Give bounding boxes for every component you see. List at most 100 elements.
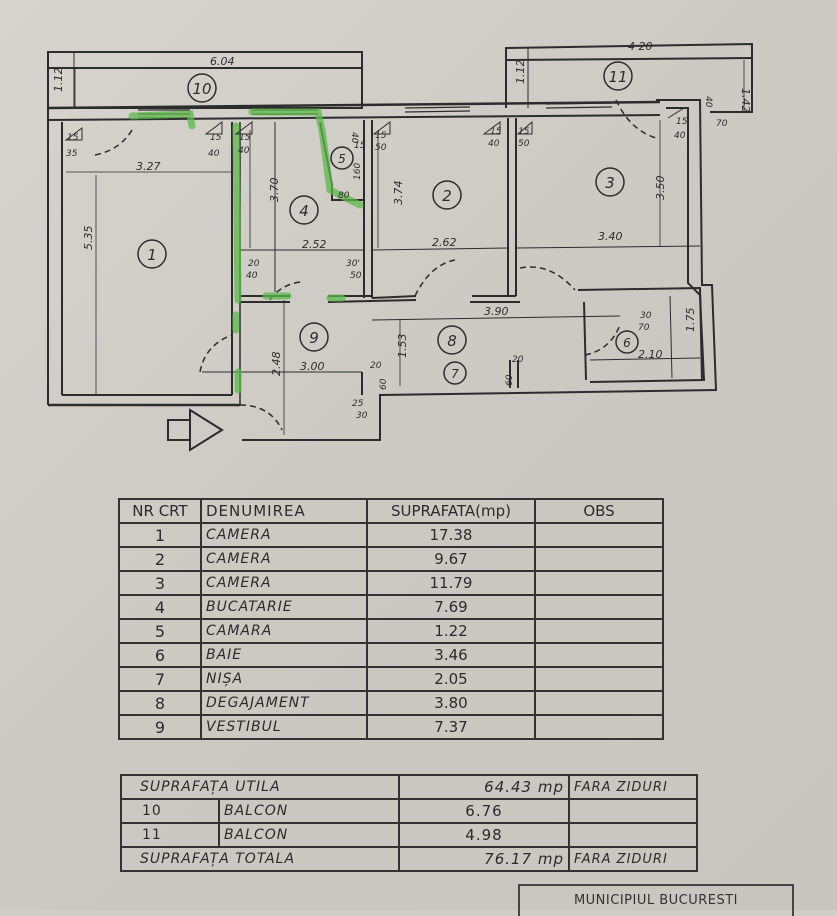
row-area: 17.38	[366, 522, 536, 548]
duct-3-top: 15	[239, 133, 251, 143]
duct-9-top: 30'	[346, 259, 360, 269]
dim-balcony10-width: 6.04	[210, 55, 235, 68]
duct-7-bottom: 40	[674, 131, 686, 141]
dim-room5-width: 80	[338, 191, 350, 201]
useful-area-row: SUPRAFAȚA UTILA 64.43 mp FARA ZIDURI	[120, 774, 698, 800]
header-name: DENUMIREA	[200, 498, 368, 524]
row-name: BAIE	[200, 642, 368, 668]
dim-wall-40: 40	[703, 96, 713, 108]
row-nr: 1	[118, 522, 202, 548]
useful-area-obs: FARA ZIDURI	[568, 774, 698, 800]
balcony-nr: 11	[120, 822, 220, 848]
dim-balcony11-width: 4 20	[628, 40, 653, 53]
total-area-label: SUPRAFAȚA TOTALA	[120, 846, 400, 872]
dim-room5-height: 160	[353, 163, 363, 180]
dim-opening-20a: 20	[370, 361, 382, 371]
header-obs: OBS	[534, 498, 664, 524]
row-obs	[534, 690, 664, 716]
useful-area-value: 64.43 mp	[398, 774, 570, 800]
row-name: CAMERA	[200, 522, 368, 548]
total-area-obs: FARA ZIDURI	[568, 846, 698, 872]
room-label-8: 8	[447, 332, 457, 350]
room-label-1: 1	[147, 246, 157, 264]
table-row: 8 DEGAJAMENT 3.80	[118, 690, 664, 716]
row-name: NIȘA	[200, 666, 368, 692]
municipality-stamp: MUNICIPIUL BUCURESTI	[518, 884, 794, 916]
row-nr: 2	[118, 546, 202, 572]
duct-1-top: 15	[67, 133, 79, 143]
dim-room5-small: 15	[354, 141, 366, 151]
room-label-6: 6	[623, 336, 631, 350]
table-row: 6 BAIE 3.46	[118, 642, 664, 668]
balcony-row: 11 BALCON 4.98	[120, 822, 698, 848]
duct-6-top: 15	[518, 127, 530, 137]
duct-11-top: 25	[352, 399, 364, 409]
duct-3-bottom: 40	[238, 146, 250, 156]
summary-table: SUPRAFAȚA UTILA 64.43 mp FARA ZIDURI 10 …	[120, 774, 698, 872]
duct-10-bottom: 70	[638, 323, 650, 333]
row-obs	[534, 594, 664, 620]
dim-room2-width: 2.62	[432, 236, 457, 249]
balcony-row: 10 BALCON 6.76	[120, 798, 698, 824]
room-label-10: 10	[192, 80, 211, 98]
balcony-area: 4.98	[398, 822, 570, 848]
row-name: VESTIBUL	[200, 714, 368, 740]
table-header-row: NR CRT DENUMIREA SUPRAFATA(mp) OBS	[118, 498, 664, 524]
row-area: 7.37	[366, 714, 536, 740]
row-obs	[534, 618, 664, 644]
row-obs	[534, 642, 664, 668]
row-nr: 4	[118, 594, 202, 620]
header-nr: NR CRT	[118, 498, 202, 524]
row-area: 2.05	[366, 666, 536, 692]
row-area: 3.80	[366, 690, 536, 716]
row-nr: 8	[118, 690, 202, 716]
room-label-5: 5	[338, 152, 346, 166]
balcony-11-outline	[505, 42, 753, 113]
balcony-obs	[568, 798, 698, 824]
row-obs	[534, 522, 664, 548]
row-name: BUCATARIE	[200, 594, 368, 620]
duct-2-bottom: 40	[208, 149, 220, 159]
dim-wall-70: 70	[716, 119, 728, 129]
dim-opening-60b: 60	[505, 374, 515, 386]
dim-room4-width: 2.52	[302, 238, 327, 251]
duct-4-top: 15	[375, 131, 387, 141]
table-row: 7 NIȘA 2.05	[118, 666, 664, 692]
duct-4-bottom: 50	[375, 143, 387, 153]
dim-room3-width: 3.40	[598, 230, 623, 243]
useful-area-label: SUPRAFAȚA UTILA	[120, 774, 400, 800]
floor-plan: 6.04 1.12 4 20 1.12 1.42 40 70 3.27 5.35…	[47, 40, 753, 452]
row-nr: 9	[118, 714, 202, 740]
row-nr: 6	[118, 642, 202, 668]
table-row: 2 CAMERA 9.67	[118, 546, 664, 572]
row-area: 1.22	[366, 618, 536, 644]
row-nr: 3	[118, 570, 202, 596]
row-area: 11.79	[366, 570, 536, 596]
room-label-9: 9	[309, 329, 319, 347]
row-name: CAMERA	[200, 570, 368, 596]
dim-room6-width: 2.10	[638, 348, 663, 361]
balcony-10-outline	[47, 51, 363, 109]
row-name: CAMERA	[200, 546, 368, 572]
row-area: 9.67	[366, 546, 536, 572]
room-label-7: 7	[451, 367, 459, 381]
table-row: 3 CAMERA 11.79	[118, 570, 664, 596]
dim-room5-top: 40	[349, 132, 359, 144]
row-obs	[534, 714, 664, 740]
green-highlight-marks	[128, 108, 364, 394]
room-label-4: 4	[299, 202, 309, 220]
dim-room9-height: 2.48	[270, 352, 283, 377]
duct-10-top: 30	[640, 311, 652, 321]
duct-7-top: 15	[676, 117, 688, 127]
dim-room1-height: 5.35	[82, 226, 95, 251]
duct-11-bottom: 30	[356, 411, 368, 421]
dim-room8-width: 3.90	[484, 305, 509, 318]
duct-2-top: 15	[210, 133, 222, 143]
row-nr: 7	[118, 666, 202, 692]
balcony-area: 6.76	[398, 798, 570, 824]
dim-room1-width: 3.27	[136, 160, 161, 173]
dim-balcony11-depth: 1.12	[514, 60, 527, 85]
row-name: DEGAJAMENT	[200, 690, 368, 716]
room-label-2: 2	[442, 187, 452, 205]
